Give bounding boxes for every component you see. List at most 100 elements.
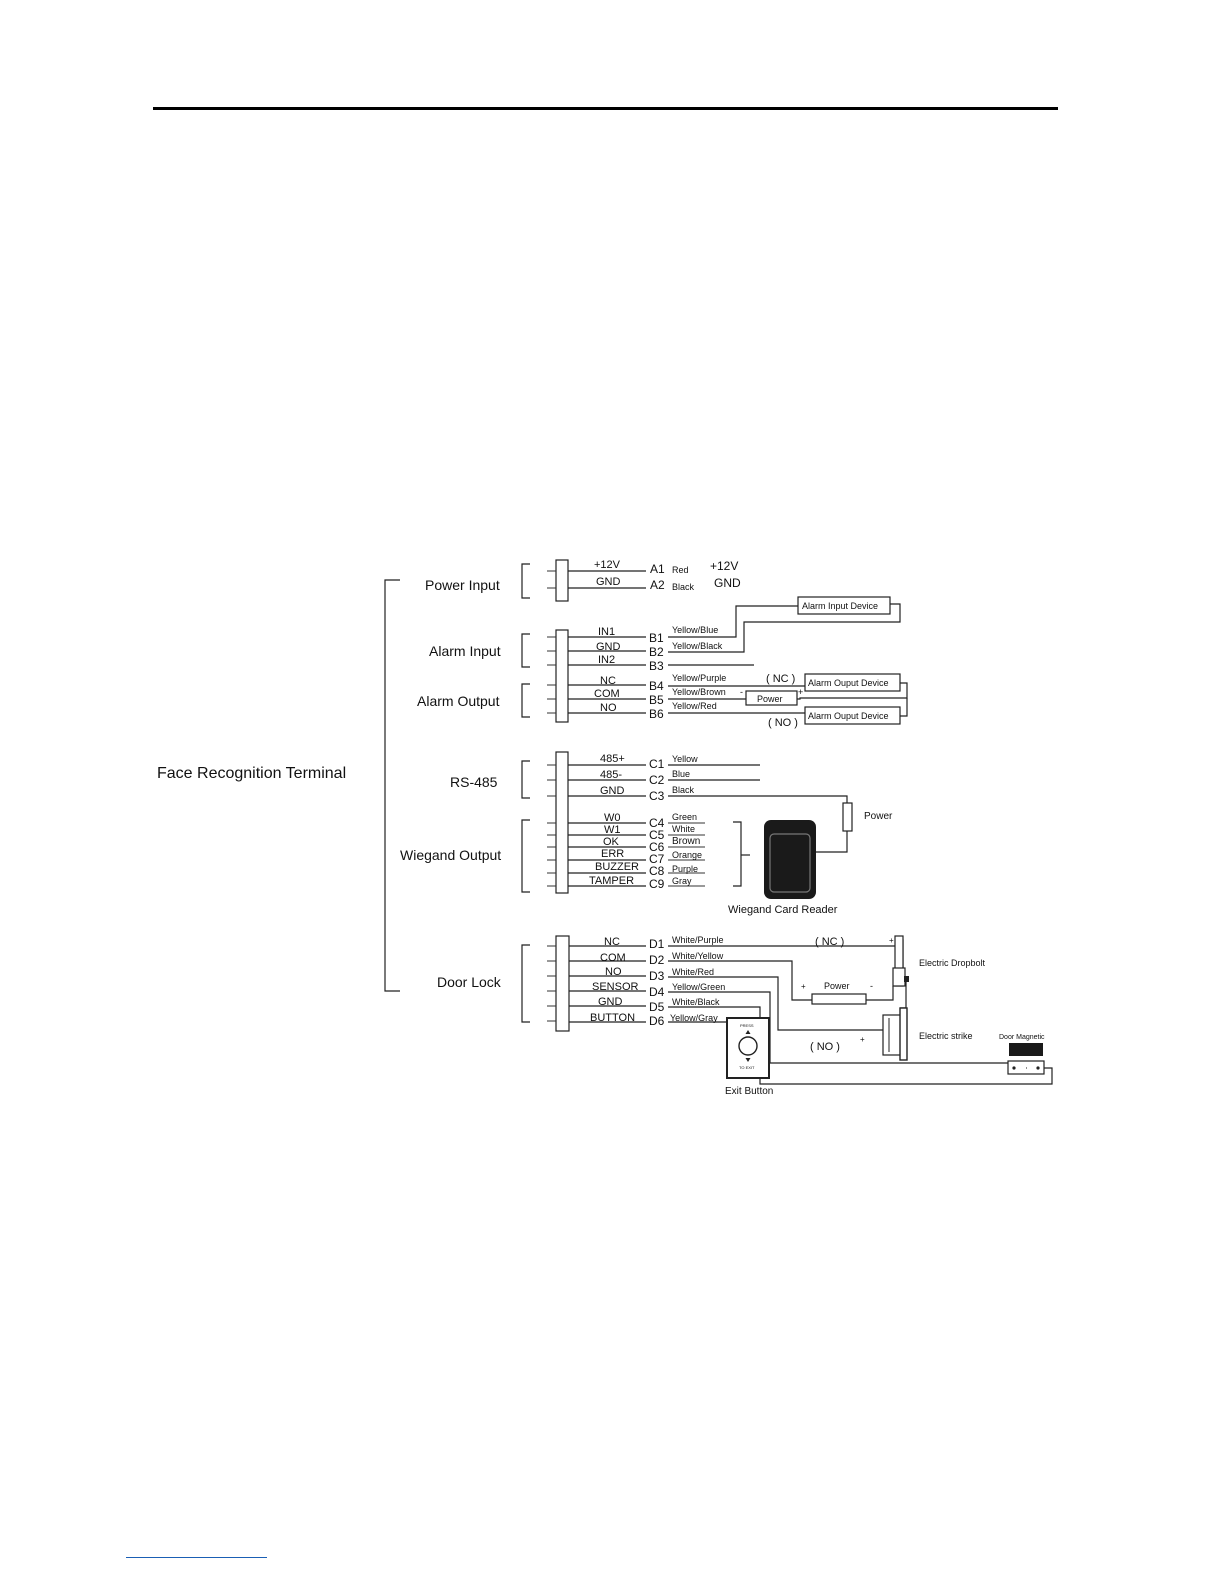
- pin-id: D1: [649, 937, 665, 951]
- pin-signal: GND: [600, 785, 625, 797]
- door-lock-wiring: [668, 939, 1053, 1085]
- door-nc-mark: ( NC ): [815, 936, 844, 948]
- door-power-box: [811, 993, 867, 1005]
- pin-id: D4: [649, 985, 665, 999]
- alarm-pin-stubs: [547, 636, 556, 714]
- nc-mark: ( NC ): [766, 673, 795, 685]
- door-wires: [569, 945, 646, 1023]
- group-power-input: Power Input: [425, 577, 500, 593]
- rs485-power-resistor: [842, 802, 853, 832]
- pin-id: B6: [649, 707, 664, 721]
- pin-id: C2: [649, 773, 665, 787]
- pin-signal: IN1: [598, 626, 615, 638]
- alarm-input-device-box: [797, 596, 891, 615]
- header-rule: [153, 107, 1058, 110]
- pin-id: C6: [649, 840, 665, 854]
- pin-id: C8: [649, 864, 665, 878]
- pin-id: C4: [649, 816, 665, 830]
- door-lock-bracket: [521, 944, 530, 1023]
- pin-signal: 485+: [600, 753, 625, 765]
- power-bracket: [521, 563, 530, 599]
- alarm-input-bracket: [521, 633, 530, 668]
- wiegand-bracket: [521, 819, 530, 893]
- minus-sign: -: [870, 981, 873, 991]
- alarm-output-device-no-box: [804, 706, 901, 725]
- pin-signal: GND: [596, 576, 621, 588]
- door-power-label: Power: [824, 981, 850, 991]
- alarm-connector: [555, 629, 569, 723]
- wiegand-wires: [568, 822, 705, 887]
- wire-color: White: [672, 824, 695, 834]
- plus-sign: +: [860, 1035, 865, 1044]
- wire-color: Yellow/Red: [672, 701, 717, 711]
- pin-signal: NO: [600, 702, 617, 714]
- pin-signal: OK: [603, 836, 620, 848]
- pin-id: B4: [649, 679, 664, 693]
- pin-id: A2: [650, 578, 665, 592]
- wire-color: Yellow/Gray: [670, 1013, 718, 1023]
- pin-signal: GND: [596, 641, 621, 653]
- power-ext-12v: +12V: [710, 559, 738, 573]
- alarm-output-device-nc-label: Alarm Ouput Device: [808, 678, 889, 688]
- pin-signal: ERR: [601, 848, 624, 860]
- alarm-wires: [568, 636, 646, 714]
- footer-link-rule: [126, 1557, 267, 1558]
- reader-bracket: [733, 821, 742, 887]
- terminal-bracket: [384, 579, 400, 992]
- wire-color: Yellow/Black: [672, 641, 723, 651]
- pin-id: C7: [649, 852, 665, 866]
- pin-signal: BUZZER: [595, 861, 639, 873]
- pin-id: D6: [649, 1014, 665, 1028]
- exit-press-text: PRESS: [740, 1023, 754, 1028]
- pin-id: D5: [649, 1000, 665, 1014]
- alarm-power-box: [745, 690, 798, 706]
- group-alarm-output: Alarm Output: [417, 693, 500, 709]
- pin-signal: W1: [604, 824, 621, 836]
- exit-button-icon: [726, 1017, 770, 1079]
- wire-color: Yellow/Green: [672, 982, 725, 992]
- wire-color: Green: [672, 812, 697, 822]
- pin-id: C9: [649, 877, 665, 891]
- pin-signal: NC: [600, 675, 616, 687]
- plus-sign: +: [801, 982, 806, 991]
- plus-sign: +: [889, 936, 894, 945]
- exit-to-exit-text: TO EXIT: [739, 1065, 755, 1070]
- pin-id: C3: [649, 789, 665, 803]
- electric-strike-icon: [882, 1007, 908, 1061]
- group-door-lock: Door Lock: [437, 974, 502, 990]
- rs485-wires: [568, 764, 848, 803]
- pin-signal: W0: [604, 812, 621, 824]
- wire-color: Yellow/Brown: [672, 687, 726, 697]
- pin-id: D2: [649, 953, 665, 967]
- group-wiegand-output: Wiegand Output: [400, 847, 501, 863]
- wire-color: Black: [672, 582, 695, 592]
- group-alarm-input: Alarm Input: [429, 643, 501, 659]
- alarm-power-label: Power: [757, 694, 783, 704]
- exit-button-label: Exit Button: [725, 1086, 773, 1097]
- reader-power-wire: [813, 831, 848, 853]
- pin-signal: NO: [605, 966, 622, 978]
- pin-signal: IN2: [598, 654, 615, 666]
- wire-color: White/Purple: [672, 935, 724, 945]
- pin-signal: GND: [598, 996, 623, 1008]
- alarm-input-wiring: [668, 603, 901, 666]
- pin-id: B2: [649, 645, 664, 659]
- wire-color: Brown: [672, 836, 700, 847]
- alarm-output-wiring: [668, 682, 908, 717]
- wire-color: Yellow/Blue: [672, 625, 718, 635]
- pin-signal: BUTTON: [590, 1012, 635, 1024]
- pin-id: D3: [649, 969, 665, 983]
- wire-color: Gray: [672, 876, 692, 886]
- rs485-bracket: [521, 760, 530, 799]
- minus-sign: -: [740, 687, 743, 697]
- electric-dropbolt-icon: [892, 935, 909, 987]
- wire-color: Yellow: [672, 754, 698, 764]
- wire-color: Blue: [672, 769, 690, 779]
- alarm-output-device-nc-box: [804, 673, 901, 692]
- pin-id: C1: [649, 757, 665, 771]
- pin-signal: +12V: [594, 559, 621, 571]
- alarm-output-device-no-label: Alarm Ouput Device: [808, 711, 889, 721]
- wire-color: Red: [672, 565, 689, 575]
- wiegand-reader-label: Wiegand Card Reader: [728, 904, 838, 916]
